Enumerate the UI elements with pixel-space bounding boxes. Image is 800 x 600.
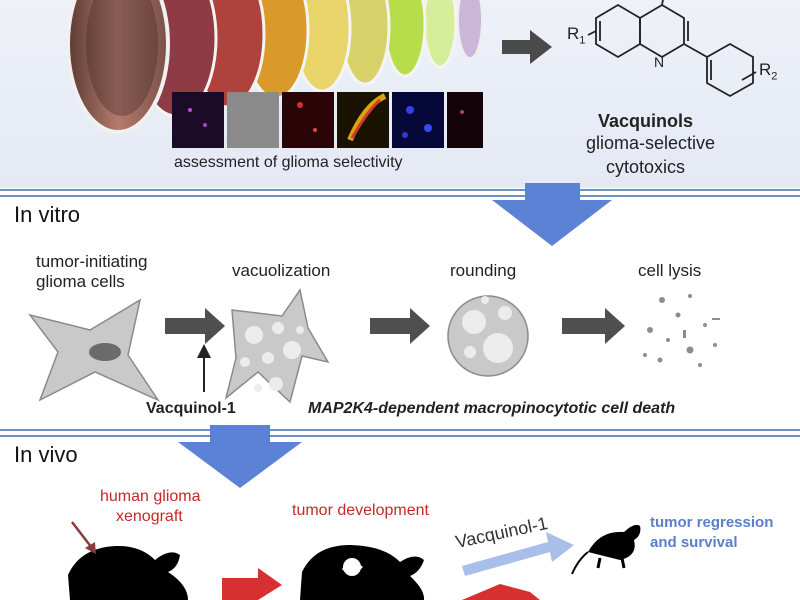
in-vivo-title: In vivo — [14, 442, 78, 467]
chem-r2-subscript: 2 — [771, 70, 778, 83]
chem-r1-subscript: 1 — [579, 34, 586, 47]
chem-r2-text: R — [759, 60, 772, 79]
xenograft-arrowhead — [85, 542, 96, 554]
microscopy-strip — [172, 92, 483, 148]
compound-desc-2: cytotoxics — [606, 157, 686, 177]
divider-top — [0, 189, 800, 197]
in-vitro-title: In vitro — [14, 202, 81, 227]
in-vitro-drug-label: Vacquinol-1 — [146, 400, 236, 417]
development-label: tumor development — [292, 502, 429, 519]
flow-arrow-1 — [492, 183, 612, 246]
flow-arrow-2 — [178, 425, 302, 488]
chem-r2-label: R2 — [759, 60, 777, 83]
xenograft-arrow — [71, 521, 93, 549]
step1-label-line1: tumor-initiating — [36, 252, 148, 271]
petri-dish-icon — [66, 0, 483, 134]
chem-r1-text: R — [567, 24, 580, 43]
step-arrow-2 — [370, 308, 430, 344]
mouse-with-tumor-icon — [300, 545, 425, 600]
top-arrow — [502, 30, 552, 64]
red-arrow-1 — [222, 568, 282, 600]
quinoline-structure-icon — [587, 0, 757, 98]
divider-middle — [0, 429, 800, 437]
drug-arrow-up — [197, 344, 211, 392]
outcome-label-line1: tumor regression — [650, 514, 774, 531]
glioma-cell-icon — [28, 298, 161, 402]
rounded-cell — [447, 295, 529, 377]
step1-label-line2: glioma cells — [36, 272, 125, 291]
compound-name: Vacquinols — [598, 111, 694, 131]
treatment-arrow — [462, 532, 574, 576]
outcome-label-line2: and survival — [650, 534, 738, 551]
xenograft-label-line2: xenograft — [116, 508, 183, 525]
cell-debris — [643, 294, 720, 367]
step-arrow-3 — [562, 308, 625, 344]
small-mouse-icon — [571, 524, 641, 575]
mechanism-label: MAP2K4-dependent macropinocytotic cell d… — [308, 400, 676, 417]
screening-caption: assessment of glioma selectivity — [174, 154, 403, 171]
compound-desc-1: glioma-selective — [586, 133, 716, 153]
step2-label: vacuolization — [232, 261, 331, 280]
step-arrow-1 — [165, 308, 225, 344]
chem-r1-label: R1 — [567, 24, 585, 47]
red-arrow-2 — [462, 584, 540, 600]
mouse-icon — [68, 545, 188, 600]
chem-n-label: N — [654, 54, 665, 70]
xenograft-label-line1: human glioma — [100, 488, 201, 505]
step4-label: cell lysis — [638, 261, 702, 280]
vacuolized-cell — [224, 288, 330, 404]
step3-label: rounding — [450, 261, 517, 280]
